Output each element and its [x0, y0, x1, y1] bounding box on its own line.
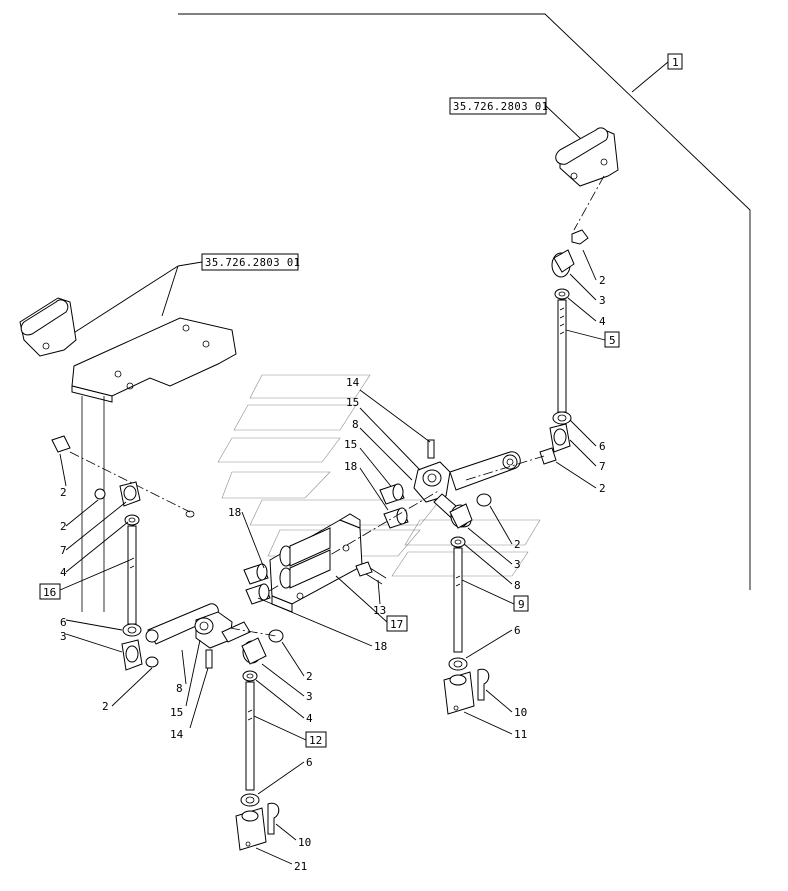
mounting-plate — [71, 317, 237, 403]
callouts-right-top: 2 3 4 5 6 7 2 — [555, 249, 620, 495]
callout-3-top: 3 — [599, 294, 606, 307]
callout-3-right: 3 — [514, 558, 521, 571]
callout-2-left-bot: 2 — [102, 700, 109, 713]
callouts-left: 2 2 7 4 16 6 3 2 — [39, 453, 153, 713]
callout-box-17: 17 — [390, 618, 403, 631]
screw-13 — [355, 561, 387, 585]
callout-18-left: 18 — [228, 506, 241, 519]
callout-7-left: 7 — [60, 544, 67, 557]
callout-4-left: 4 — [60, 566, 67, 579]
bushings-lower — [243, 563, 271, 605]
rod-assembly-right-top — [539, 229, 589, 465]
bracket-left — [19, 297, 77, 357]
callouts-center: 2 3 4 12 6 10 21 — [253, 641, 327, 873]
rod-assembly-center — [235, 629, 284, 851]
callouts-right-mid: 2 3 8 9 6 10 11 — [461, 505, 529, 741]
callout-21-bottom: 21 — [294, 860, 307, 873]
callout-10-bottom: 10 — [298, 836, 311, 849]
callout-13: 13 — [373, 604, 386, 617]
callout-14-top: 14 — [346, 376, 360, 389]
callouts-lower-linkage: 8 15 14 — [170, 639, 209, 741]
callout-box-5: 5 — [609, 334, 616, 347]
bushings-upper — [379, 483, 409, 529]
watermark — [217, 374, 541, 577]
rod-assembly-right-mid — [443, 493, 492, 715]
reference-label-top-right: 35.726.2803 01 — [453, 101, 549, 113]
callout-3-left: 3 — [60, 630, 67, 643]
callout-3-center: 3 — [306, 690, 313, 703]
reference-top-right: 35.726.2803 01 — [449, 97, 583, 141]
lower-linkage — [145, 603, 251, 669]
callout-6-mid: 6 — [599, 440, 606, 453]
callouts-upper-linkage: 14 15 8 15 18 — [344, 376, 431, 511]
left-post — [69, 396, 195, 612]
callout-7-mid: 7 — [599, 460, 606, 473]
callout-14-lower: 14 — [170, 728, 184, 741]
callout-box-9: 9 — [518, 598, 525, 611]
callout-4-center: 4 — [306, 712, 313, 725]
connector-dashes — [229, 455, 545, 637]
callout-box-12: 12 — [309, 734, 322, 747]
callout-15-lower: 15 — [170, 706, 183, 719]
callout-2-center: 2 — [306, 670, 313, 683]
callout-11-right: 11 — [514, 728, 527, 741]
assembly-boundary — [178, 13, 751, 590]
callout-15-top: 15 — [346, 396, 359, 409]
callout-6-bottom: 6 — [306, 756, 313, 769]
callout-6-left: 6 — [60, 616, 67, 629]
callout-8-top: 8 — [352, 418, 359, 431]
callout-18-top: 18 — [344, 460, 357, 473]
rod-assembly-left — [51, 435, 159, 671]
callout-2-left: 2 — [60, 520, 67, 533]
callout-2-right: 2 — [514, 538, 521, 551]
callout-box-1-text: 1 — [672, 56, 679, 69]
callout-16-top: 15 — [344, 438, 357, 451]
callout-18-bottom: 18 — [374, 640, 387, 653]
callout-4-top: 4 — [599, 315, 606, 328]
callout-2-mid: 2 — [599, 482, 606, 495]
callout-10-right: 10 — [514, 706, 527, 719]
reference-label-left: 35.726.2803 01 — [205, 257, 301, 269]
callout-box-16: 16 — [43, 586, 56, 599]
callout-8-lower: 8 — [176, 682, 183, 695]
reference-left: 35.726.2803 01 — [71, 253, 301, 335]
support-block — [253, 489, 441, 613]
callouts-block: 18 13 17 18 — [228, 506, 408, 653]
callout-6-right: 6 — [514, 624, 521, 637]
callout-box-1: 1 — [631, 53, 683, 93]
callout-2-top: 2 — [599, 274, 606, 287]
callout-2-left-top: 2 — [60, 486, 67, 499]
bracket-top-right — [555, 127, 619, 231]
callout-8-right: 8 — [514, 579, 521, 592]
